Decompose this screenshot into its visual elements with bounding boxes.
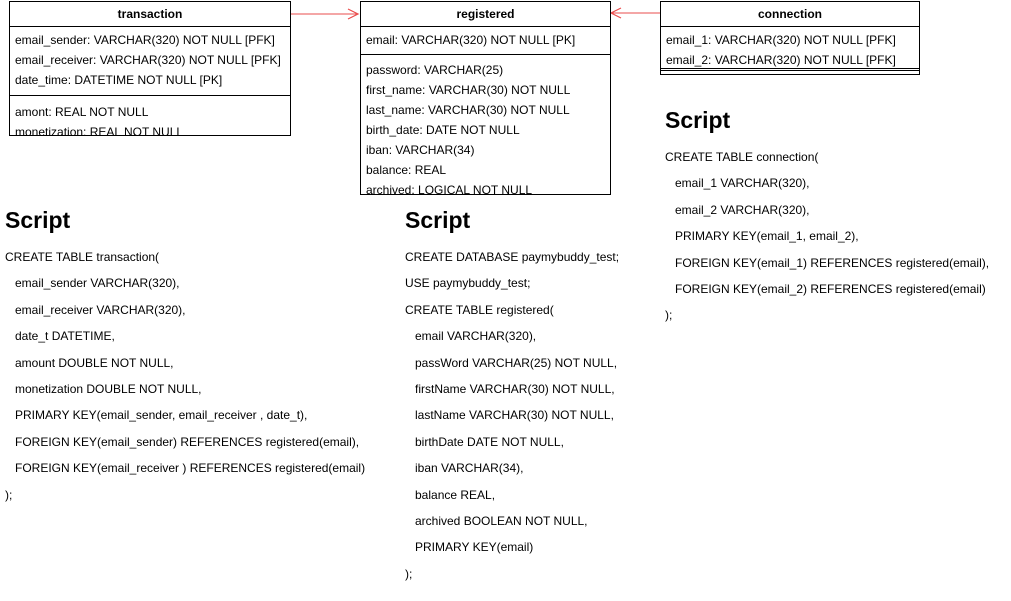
script-line: email_1 VARCHAR(320), xyxy=(675,176,810,191)
attributes: amont: REAL NOT NULL monetization: REAL … xyxy=(10,96,290,142)
script-line: PRIMARY KEY(email_1, email_2), xyxy=(675,229,859,244)
attribute: archived: LOGICAL NOT NULL xyxy=(366,183,533,197)
script-line: USE paymybuddy_test; xyxy=(405,276,531,291)
script-line: monetization DOUBLE NOT NULL, xyxy=(15,381,202,396)
attribute: date_time: DATETIME NOT NULL [PK] xyxy=(15,73,223,87)
script-transaction: CREATE TABLE transaction( email_sender V… xyxy=(5,244,365,508)
script-line: PRIMARY KEY(email) xyxy=(415,540,534,555)
attribute: email_2: VARCHAR(320) NOT NULL [PFK] xyxy=(666,53,896,67)
attributes: password: VARCHAR(25) first_name: VARCHA… xyxy=(361,55,610,200)
script-heading-connection: Script xyxy=(665,107,731,133)
script-line: ); xyxy=(665,308,673,323)
attribute: email_1: VARCHAR(320) NOT NULL [PFK] xyxy=(666,33,896,47)
script-line: FOREIGN KEY(email_receiver ) REFERENCES … xyxy=(15,461,366,476)
script-line: CREATE TABLE registered( xyxy=(405,302,554,317)
script-line: PRIMARY KEY(email_sender, email_receiver… xyxy=(15,408,308,423)
script-line: email_receiver VARCHAR(320), xyxy=(15,302,186,317)
key-attributes: email: VARCHAR(320) NOT NULL [PK] xyxy=(361,27,610,55)
attribute: password: VARCHAR(25) xyxy=(366,63,504,77)
arrow-transaction-to-registered xyxy=(291,8,360,20)
script-connection: CREATE TABLE connection( email_1 VARCHAR… xyxy=(665,144,989,329)
script-line: archived BOOLEAN NOT NULL, xyxy=(415,513,588,528)
script-line: email_sender VARCHAR(320), xyxy=(15,276,180,291)
script-line: email VARCHAR(320), xyxy=(415,329,537,344)
script-line: email_2 VARCHAR(320), xyxy=(675,202,810,217)
attribute: first_name: VARCHAR(30) NOT NULL xyxy=(366,83,571,97)
entity-title: connection xyxy=(661,2,919,27)
entity-connection[interactable]: connection email_1: VARCHAR(320) NOT NUL… xyxy=(660,1,920,75)
attribute: balance: REAL xyxy=(366,163,447,177)
entity-title: registered xyxy=(361,2,610,27)
script-heading-transaction: Script xyxy=(5,207,71,233)
attribute: email: VARCHAR(320) NOT NULL [PK] xyxy=(366,33,576,47)
script-line: birthDate DATE NOT NULL, xyxy=(415,434,564,449)
attribute: monetization: REAL NOT NULL xyxy=(15,125,184,139)
script-line: CREATE DATABASE paymybuddy_test; xyxy=(405,250,620,264)
attribute: email_sender: VARCHAR(320) NOT NULL [PFK… xyxy=(15,33,275,47)
attribute: iban: VARCHAR(34) xyxy=(366,143,475,157)
script-line: FOREIGN KEY(email_1) REFERENCES register… xyxy=(675,255,990,270)
entity-transaction[interactable]: transaction email_sender: VARCHAR(320) N… xyxy=(9,1,291,139)
script-line: balance REAL, xyxy=(415,487,496,502)
script-registered: CREATE DATABASE paymybuddy_test; USE pay… xyxy=(405,244,619,587)
script-line: lastName VARCHAR(30) NOT NULL, xyxy=(415,408,614,423)
script-line: ); xyxy=(5,487,13,502)
script-line: CREATE TABLE connection( xyxy=(665,150,819,164)
attribute: email_receiver: VARCHAR(320) NOT NULL [P… xyxy=(15,53,281,67)
script-line: passWord VARCHAR(25) NOT NULL, xyxy=(415,355,618,370)
script-line: FOREIGN KEY(email_2) REFERENCES register… xyxy=(675,281,986,296)
key-attributes: email_sender: VARCHAR(320) NOT NULL [PFK… xyxy=(10,27,290,96)
script-line: iban VARCHAR(34), xyxy=(415,461,524,476)
script-line: FOREIGN KEY(email_sender) REFERENCES reg… xyxy=(15,434,360,449)
script-line: firstName VARCHAR(30) NOT NULL, xyxy=(415,381,615,396)
arrow-connection-to-registered xyxy=(609,7,660,19)
key-attributes: email_1: VARCHAR(320) NOT NULL [PFK] ema… xyxy=(661,27,919,71)
entity-registered[interactable]: registered email: VARCHAR(320) NOT NULL … xyxy=(360,1,611,197)
script-line: CREATE TABLE transaction( xyxy=(5,250,160,264)
attribute: amont: REAL NOT NULL xyxy=(15,105,149,119)
attribute: birth_date: DATE NOT NULL xyxy=(366,123,520,137)
attribute: last_name: VARCHAR(30) NOT NULL xyxy=(366,103,570,117)
script-line: ); xyxy=(405,566,413,581)
script-line: date_t DATETIME, xyxy=(15,329,115,344)
entity-title: transaction xyxy=(10,2,290,27)
script-heading-registered: Script xyxy=(405,207,471,233)
script-line: amount DOUBLE NOT NULL, xyxy=(15,355,174,370)
